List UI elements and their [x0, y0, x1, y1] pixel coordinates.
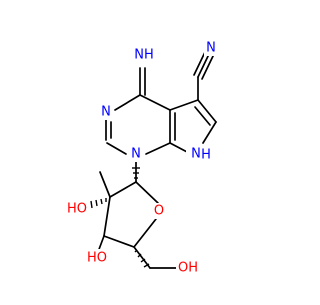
bond-nitrile-triple-b — [201, 53, 215, 80]
stereo-hash-bonds — [90, 167, 177, 269]
bond-c2prime-methyl — [99, 171, 111, 198]
ring-n3-label: N — [101, 105, 111, 120]
bond-c5-c6 — [197, 99, 217, 123]
imine-nh-label: NH — [134, 48, 154, 63]
bond-o-c4prime — [133, 218, 157, 248]
bond-c6-n7 — [202, 121, 217, 144]
ring-o-label: O — [154, 204, 164, 219]
pyrrole-n-label: N — [191, 147, 201, 162]
molecule-structure: NH N N N N H HO O HO OH — [65, 40, 218, 277]
bond-c2prime-c1prime — [109, 181, 137, 198]
atom-label-layer: NH N N N N H HO O HO OH — [65, 40, 218, 277]
bond-n1-c7a — [145, 142, 171, 155]
oh-ch2-label: OH — [178, 261, 198, 276]
bond-c2-n1 — [106, 142, 127, 155]
bond-n7-c7a — [169, 142, 190, 154]
pyrrole-nh-label: H — [201, 148, 211, 163]
molecule-diagram: NH N N N N H HO O HO OH — [65, 40, 218, 277]
bond-c4a-c5 — [169, 99, 199, 111]
oh-c2prime-label: HO — [67, 202, 87, 217]
bond-layer — [97, 49, 217, 269]
bond-c4prime-c3prime — [103, 235, 135, 248]
nitrile-n-label: N — [206, 41, 216, 56]
bond-c3prime-c2prime — [103, 196, 111, 237]
bond-nitrile-triple-a — [197, 51, 211, 78]
bond-c4-n3 — [114, 94, 141, 111]
bond-c5-c6-double — [194, 106, 211, 126]
bond-c1prime-o — [135, 181, 159, 204]
ring-n1-label: N — [131, 147, 141, 162]
oh-c3prime-label: HO — [87, 251, 107, 266]
bond-c4a-c4 — [139, 94, 171, 111]
